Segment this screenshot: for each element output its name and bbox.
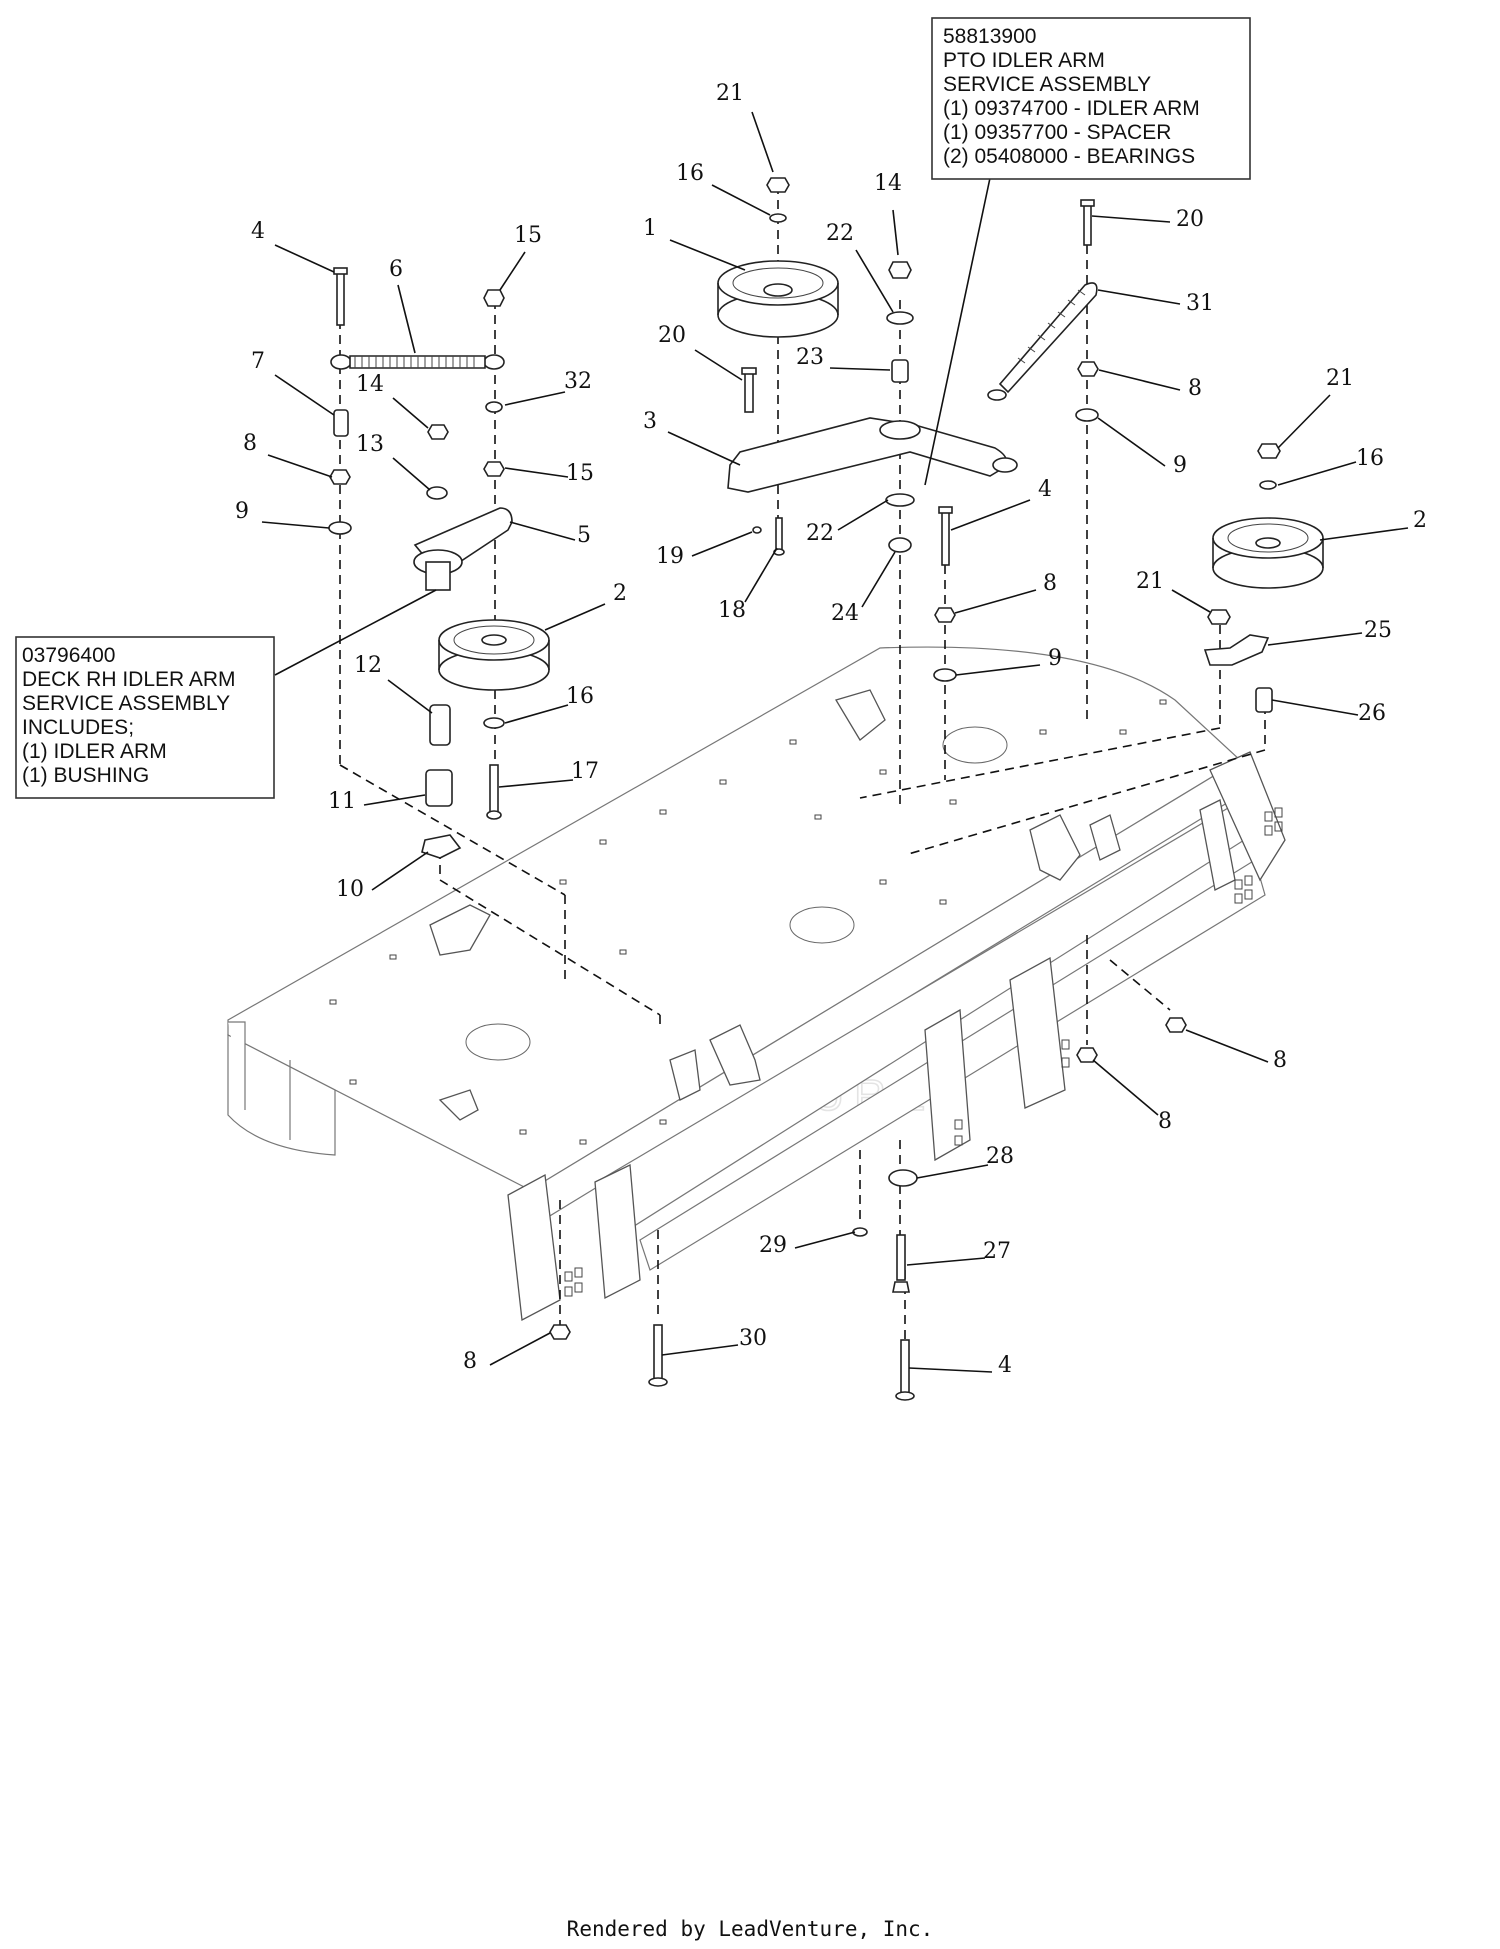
callout-14: 14	[874, 171, 902, 196]
callout-29: 29	[759, 1233, 787, 1258]
callout-19: 19	[656, 544, 684, 569]
callout-18: 18	[718, 598, 746, 623]
callout-8: 8	[1158, 1109, 1172, 1134]
callout-14: 14	[356, 372, 384, 397]
callout-9: 9	[1173, 453, 1187, 478]
callout-31: 31	[1186, 291, 1214, 316]
callout-27: 27	[983, 1239, 1011, 1264]
pto-box-line-6: (2) 05408000 - BEARINGS	[943, 145, 1195, 168]
rh-box-line-4: INCLUDES;	[22, 716, 134, 739]
callout-3: 3	[643, 409, 657, 434]
callout-4: 4	[998, 1353, 1012, 1378]
callout-9: 9	[235, 499, 249, 524]
pto-idler-service-box: 58813900 PTO IDLER ARM SERVICE ASSEMBLY …	[931, 17, 1251, 180]
callout-20: 20	[1176, 207, 1204, 232]
callout-23: 23	[796, 345, 824, 370]
leader-lines	[261, 111, 1409, 1373]
pto-box-line-4: (1) 09374700 - IDLER ARM	[943, 97, 1200, 120]
pto-box-line-3: SERVICE ASSEMBLY	[943, 73, 1151, 96]
rh-box-line-5: (1) IDLER ARM	[22, 740, 167, 763]
callout-21: 21	[1136, 569, 1164, 594]
callout-8: 8	[1043, 571, 1057, 596]
pto-box-line-2: PTO IDLER ARM	[943, 49, 1105, 72]
callout-28: 28	[986, 1144, 1014, 1169]
callout-11: 11	[328, 789, 356, 814]
rendered-by-footer: Rendered by LeadVenture, Inc.	[567, 1917, 934, 1941]
spring-6	[330, 354, 505, 370]
rh-idler-service-box: 03796400 DECK RH IDLER ARM SERVICE ASSEM…	[15, 636, 275, 799]
callout-8: 8	[243, 431, 257, 456]
callout-4: 4	[251, 219, 265, 244]
callout-8: 8	[1273, 1048, 1287, 1073]
callout-16: 16	[676, 161, 704, 186]
callout-12: 12	[354, 653, 382, 678]
rh-box-line-3: SERVICE ASSEMBLY	[22, 692, 230, 715]
assembly-lines	[339, 185, 1266, 1340]
callout-17: 17	[571, 759, 599, 784]
callout-21: 21	[716, 81, 744, 106]
callout-4: 4	[1038, 477, 1052, 502]
callout-26: 26	[1358, 701, 1386, 726]
callout-16: 16	[566, 684, 594, 709]
callout-30: 30	[739, 1326, 767, 1351]
rh-box-line-2: DECK RH IDLER ARM	[22, 668, 236, 691]
callout-5: 5	[577, 523, 591, 548]
callout-8: 8	[463, 1349, 477, 1374]
callout-8: 8	[1188, 376, 1202, 401]
callout-25: 25	[1364, 618, 1392, 643]
callout-10: 10	[336, 877, 364, 902]
callout-15: 15	[566, 461, 594, 486]
rh-box-line-6: (1) BUSHING	[22, 764, 149, 787]
callout-1: 1	[643, 216, 657, 241]
callout-15: 15	[514, 223, 542, 248]
callout-16: 16	[1356, 446, 1384, 471]
right-assembly	[549, 199, 1324, 1401]
pto-box-line-5: (1) 09357700 - SPACER	[943, 121, 1171, 144]
callout-21: 21	[1326, 366, 1354, 391]
callout-22: 22	[826, 221, 854, 246]
mower-deck	[227, 646, 1286, 1322]
callout-32: 32	[564, 369, 592, 394]
rh-box-line-1: 03796400	[22, 644, 115, 667]
callout-20: 20	[658, 323, 686, 348]
callout-6: 6	[389, 257, 403, 282]
callout-7: 7	[251, 349, 265, 374]
left-idler-assembly	[328, 267, 550, 859]
callout-2: 2	[613, 581, 627, 606]
callout-24: 24	[831, 601, 859, 626]
callout-22: 22	[806, 521, 834, 546]
callout-9: 9	[1048, 646, 1062, 671]
pto-idler-assembly	[717, 177, 1018, 556]
callout-13: 13	[356, 432, 384, 457]
pto-box-line-1: 58813900	[943, 25, 1036, 48]
callout-2: 2	[1413, 508, 1427, 533]
